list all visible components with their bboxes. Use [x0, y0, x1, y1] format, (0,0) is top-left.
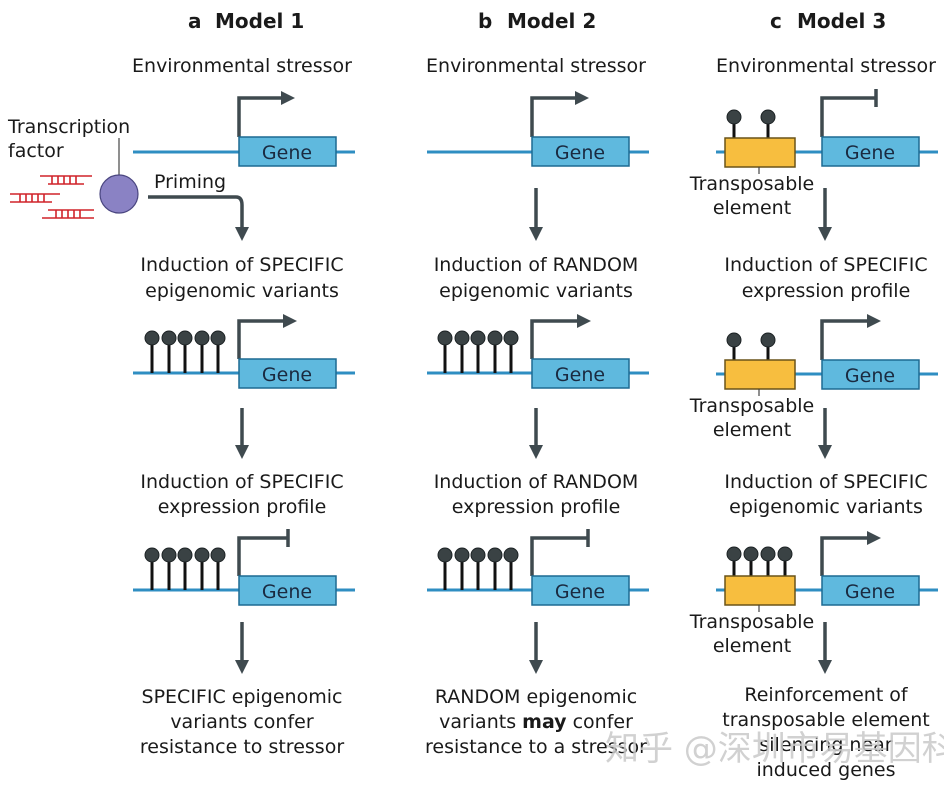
methylation-marks-icon [144, 330, 226, 373]
panel-c-step1-line1: Induction of SPECIFIC [724, 254, 927, 276]
panel-a-step2-line1: Induction of SPECIFIC [140, 471, 343, 493]
rna-molecules-icon [10, 175, 94, 219]
transcription-blocked-icon [530, 529, 590, 576]
tf-label-line2: factor [8, 140, 64, 162]
panel-model-1: a Model 1 Environmental stressor Gene Tr… [7, 9, 355, 758]
panel-a-stressor: Environmental stressor [132, 55, 352, 77]
panel-a-final-line1: SPECIFIC epigenomic [142, 686, 343, 708]
methylation-marks-icon [726, 109, 776, 138]
methylation-marks-icon [726, 332, 776, 360]
transposable-element-box [724, 359, 796, 390]
te-label-line2: element [713, 635, 791, 657]
panel-a-final-line2: variants confer [170, 711, 314, 733]
gene-box [531, 136, 630, 167]
tf-label-line1: Transcription [7, 116, 130, 138]
gene-locus-b3: Gene [427, 529, 649, 606]
priming-label: Priming [154, 171, 226, 193]
gene-locus-c3: Gene Transposable element [689, 531, 938, 657]
gene-locus-b2: Gene [427, 314, 649, 389]
panel-c-final-line1: Reinforcement of [744, 684, 909, 706]
panel-b-final-line1: RANDOM epigenomic [435, 686, 637, 708]
panel-b-step2-line2: expression profile [452, 496, 621, 518]
panel-c-step2-line1: Induction of SPECIFIC [724, 471, 927, 493]
panel-c-final-line4: induced genes [756, 759, 895, 781]
panel-b-step1-line2: epigenomic variants [439, 280, 633, 302]
gene-box [238, 358, 337, 389]
priming-arrow-icon [148, 195, 249, 241]
panel-c-letter: c [770, 9, 782, 33]
panel-b-stressor: Environmental stressor [426, 55, 646, 77]
panel-c-final-line3: silencing near [759, 734, 892, 756]
gene-box [821, 575, 920, 606]
gene-label: Gene [555, 364, 605, 386]
panel-model-2: b Model 2 Environmental stressor Gene In… [425, 9, 649, 758]
panel-b-step1-line1: Induction of RANDOM [434, 254, 639, 276]
gene-box [531, 358, 630, 389]
panel-a-step1-line2: epigenomic variants [145, 280, 339, 302]
gene-locus-a3: Gene [133, 529, 355, 606]
panel-b-letter: b [478, 9, 492, 33]
gene-label: Gene [262, 581, 312, 603]
transcription-active-arrow-icon [237, 91, 295, 137]
te-label-line2: element [713, 197, 791, 219]
gene-locus-a2: Gene [133, 314, 355, 389]
gene-label: Gene [555, 581, 605, 603]
te-label-line1: Transposable [689, 611, 814, 633]
transcription-active-arrow-icon [820, 314, 881, 360]
te-label-line2: element [713, 419, 791, 441]
panel-a-title: Model 1 [215, 9, 304, 33]
transcription-blocked-icon [820, 89, 878, 137]
gene-label: Gene [845, 581, 895, 603]
panel-c-step2-line2: epigenomic variants [729, 496, 923, 518]
gene-locus-b1: Gene [427, 91, 649, 167]
gene-box [238, 575, 337, 606]
panel-c-title: Model 3 [797, 9, 886, 33]
panel-b-step2-line1: Induction of RANDOM [434, 471, 639, 493]
watermark: 知乎 @深圳市易基因科技 [605, 729, 944, 769]
panel-c-stressor: Environmental stressor [716, 55, 936, 77]
transcription-blocked-icon [237, 529, 290, 576]
gene-locus-a1: Gene [133, 91, 355, 167]
gene-label: Gene [555, 142, 605, 164]
gene-box [821, 136, 920, 167]
panel-model-3: c Model 3 Environmental stressor Gene Tr… [689, 9, 938, 781]
te-label-line1: Transposable [689, 395, 814, 417]
panel-c-final-line2: transposable element [722, 709, 930, 731]
panel-b-final-line2: variants may confer [439, 711, 633, 733]
transposable-element-box [724, 575, 796, 606]
transcription-factor: Transcription factor Priming [7, 116, 249, 241]
gene-label: Gene [845, 365, 895, 387]
panel-a-final-line3: resistance to stressor [140, 736, 344, 758]
transcription-active-arrow-icon [530, 314, 591, 359]
panel-b-final-line3: resistance to a stressor [425, 736, 647, 758]
gene-box [821, 359, 920, 390]
gene-box [531, 575, 630, 606]
gene-label: Gene [262, 142, 312, 164]
te-label-line1: Transposable [689, 173, 814, 195]
panel-b-title: Model 2 [507, 9, 596, 33]
transcription-active-arrow-icon [237, 314, 297, 359]
panel-c-step1-line2: expression profile [742, 280, 911, 302]
gene-locus-c1: Gene Transposable element [689, 89, 938, 219]
methylation-marks-icon [144, 547, 226, 590]
methylation-marks-icon [437, 547, 519, 590]
transcription-active-arrow-icon [530, 91, 589, 137]
transposable-element-box [724, 137, 796, 168]
panel-a-letter: a [188, 9, 202, 33]
panel-a-step2-line2: expression profile [158, 496, 327, 518]
gene-box [238, 136, 337, 167]
transcription-factor-circle-icon [99, 174, 139, 214]
gene-label: Gene [262, 364, 312, 386]
panel-a-step1-line1: Induction of SPECIFIC [140, 254, 343, 276]
methylation-marks-icon [437, 330, 519, 373]
gene-locus-c2: Gene Transposable element [689, 314, 938, 441]
transcription-active-arrow-icon [820, 531, 881, 576]
methylation-marks-icon [726, 546, 793, 576]
gene-label: Gene [845, 142, 895, 164]
